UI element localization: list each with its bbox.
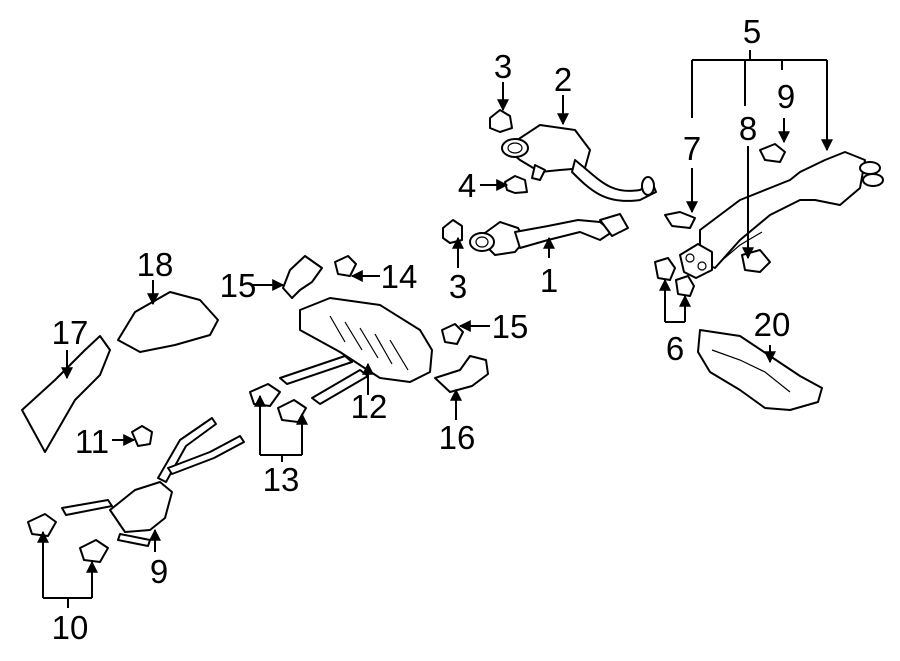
part-9-bracket xyxy=(759,143,786,163)
part-6-gasket-b xyxy=(675,275,695,297)
callout-2: 2 xyxy=(554,61,572,98)
callout-13: 12 xyxy=(351,388,388,425)
part-6-gasket-a xyxy=(654,257,676,281)
part-2-catalytic-converter xyxy=(501,124,657,202)
part-5-front-pipe-assembly xyxy=(679,151,884,279)
callout-4: 4 xyxy=(458,167,476,204)
callout-10: 9 xyxy=(150,553,168,590)
callout-6: 6 xyxy=(666,330,684,367)
callout-3-lower: 3 xyxy=(449,268,467,305)
callout-8: 8 xyxy=(739,110,757,147)
part-1-catalytic-converter xyxy=(469,213,629,256)
part-10-front-muffler xyxy=(61,417,245,547)
callout-12: 11 xyxy=(75,423,109,460)
callout-15-lower: 15 xyxy=(492,308,529,345)
part-3-gasket-lower xyxy=(442,219,463,244)
part-13-muffler xyxy=(279,297,433,405)
callout-5: 5 xyxy=(743,13,761,50)
part-7-bracket xyxy=(664,211,696,229)
part-4-bracket xyxy=(504,175,528,194)
callout-3-upper: 3 xyxy=(494,48,512,85)
part-15-clamp-lower xyxy=(441,323,464,345)
callout-15-upper: 14 xyxy=(381,258,418,295)
part-17-pipe xyxy=(282,255,323,299)
part-19-heat-shield xyxy=(117,291,219,353)
part-3-gasket-upper xyxy=(489,109,513,133)
callout-11: 10 xyxy=(52,609,89,646)
callout-7: 7 xyxy=(683,130,701,167)
part-16-tail-pipe xyxy=(434,355,489,393)
leader-lines xyxy=(37,50,833,608)
callout-1: 1 xyxy=(540,262,558,299)
callout-20: 20 xyxy=(754,306,791,343)
part-14-clamp-a xyxy=(249,383,281,407)
callout-18: 17 xyxy=(52,314,89,351)
callout-9: 9 xyxy=(777,78,795,115)
part-11-clamp-b xyxy=(79,539,109,563)
callout-14: 13 xyxy=(263,461,300,498)
part-11-clamp-a xyxy=(27,513,57,537)
part-8-hanger xyxy=(741,249,771,273)
callout-16: 16 xyxy=(439,419,476,456)
callout-17: 15 xyxy=(220,267,257,304)
part-12-clip xyxy=(131,425,153,447)
part-15-clamp-upper xyxy=(334,255,357,277)
callout-19: 18 xyxy=(137,246,174,283)
